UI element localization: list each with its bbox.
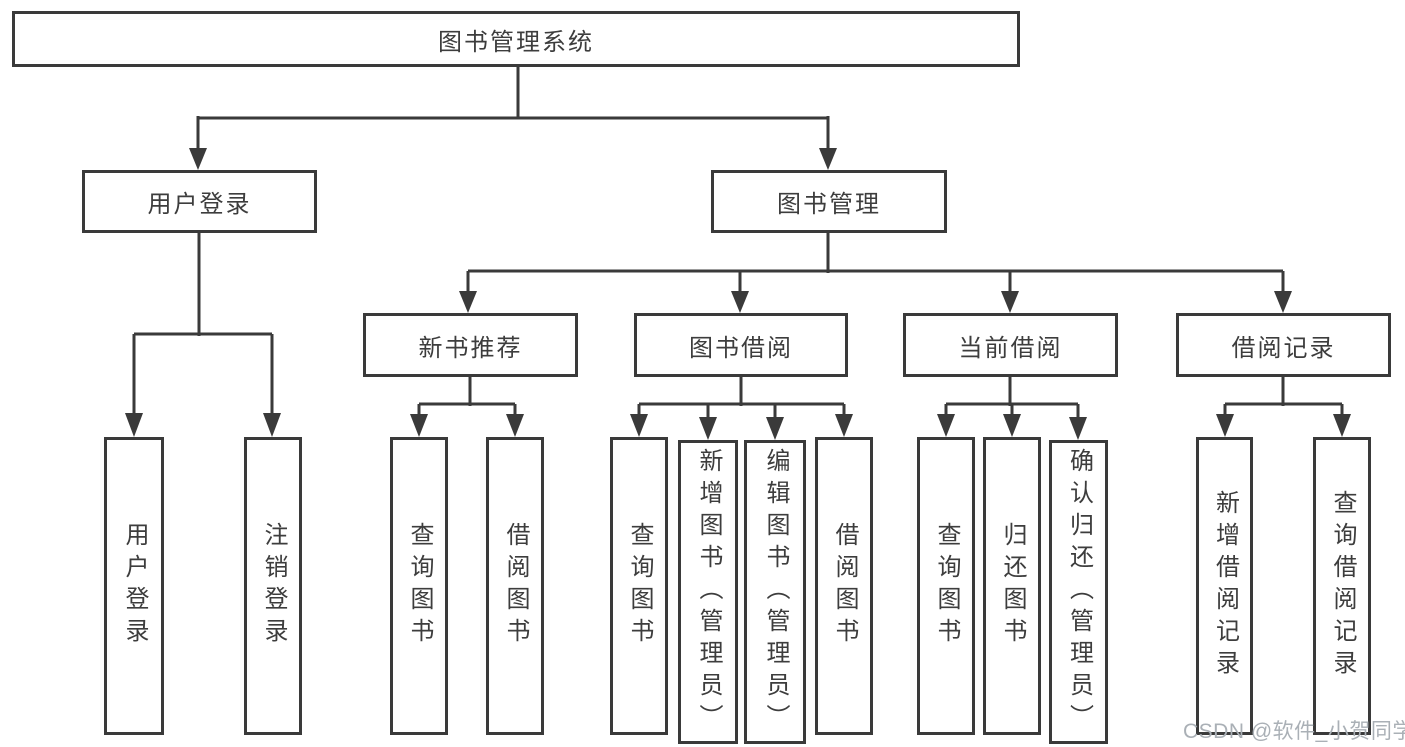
leaf-query-book-current: 查询图书 bbox=[917, 437, 975, 735]
connector-borrow-to-leaves bbox=[630, 377, 853, 440]
leaf-confirm-return-admin: 确认归还（管理员） bbox=[1049, 440, 1108, 744]
connector-record-to-leaves bbox=[1216, 377, 1351, 437]
node-current-borrow: 当前借阅 bbox=[903, 313, 1118, 377]
leaf-edit-book-admin: 编辑图书（管理员） bbox=[744, 440, 806, 744]
node-label: 借阅图书 bbox=[502, 522, 529, 650]
leaf-query-book-borrow: 查询图书 bbox=[610, 437, 668, 735]
connector-userlogin-to-leaves bbox=[125, 233, 281, 437]
node-label: 查询图书 bbox=[626, 522, 653, 650]
connector-current-to-leaves bbox=[937, 377, 1087, 440]
node-label: 注销登录 bbox=[260, 522, 287, 650]
node-book-management: 图书管理 bbox=[711, 170, 947, 233]
node-label: 查询图书 bbox=[933, 522, 960, 650]
leaf-query-borrow-record: 查询借阅记录 bbox=[1313, 437, 1371, 735]
node-label: 借阅图书 bbox=[831, 522, 858, 650]
leaf-add-borrow-record: 新增借阅记录 bbox=[1196, 437, 1253, 735]
leaf-logout: 注销登录 bbox=[244, 437, 302, 735]
node-label: 编辑图书（管理员） bbox=[762, 448, 789, 736]
node-library-management-system: 图书管理系统 bbox=[12, 11, 1020, 67]
node-label: 查询借阅记录 bbox=[1329, 490, 1356, 682]
node-label: 新增借阅记录 bbox=[1211, 490, 1239, 682]
node-label: 归还图书 bbox=[999, 522, 1026, 650]
connector-bookmgmt-to-level3 bbox=[459, 233, 1292, 313]
leaf-user-login: 用户登录 bbox=[104, 437, 164, 735]
node-label: 用户登录 bbox=[121, 522, 148, 650]
node-label: 新增图书（管理员） bbox=[695, 448, 722, 736]
connector-root-to-level2 bbox=[189, 67, 837, 170]
node-borrow-record: 借阅记录 bbox=[1176, 313, 1391, 377]
node-user-login: 用户登录 bbox=[82, 170, 317, 233]
leaf-add-book-admin: 新增图书（管理员） bbox=[678, 440, 738, 744]
leaf-borrow-book: 借阅图书 bbox=[815, 437, 873, 735]
leaf-borrow-book-newbook: 借阅图书 bbox=[486, 437, 544, 735]
node-label: 确认归还（管理员） bbox=[1065, 448, 1093, 736]
leaf-query-book-newbook: 查询图书 bbox=[390, 437, 448, 735]
node-book-borrow: 图书借阅 bbox=[634, 313, 848, 377]
connector-newbook-to-leaves bbox=[410, 377, 524, 437]
node-label: 查询图书 bbox=[406, 522, 433, 650]
node-new-book-recommend: 新书推荐 bbox=[363, 313, 578, 377]
csdn-watermark: CSDN @软件_小贺同学 bbox=[1183, 720, 1405, 743]
leaf-return-book: 归还图书 bbox=[983, 437, 1041, 735]
